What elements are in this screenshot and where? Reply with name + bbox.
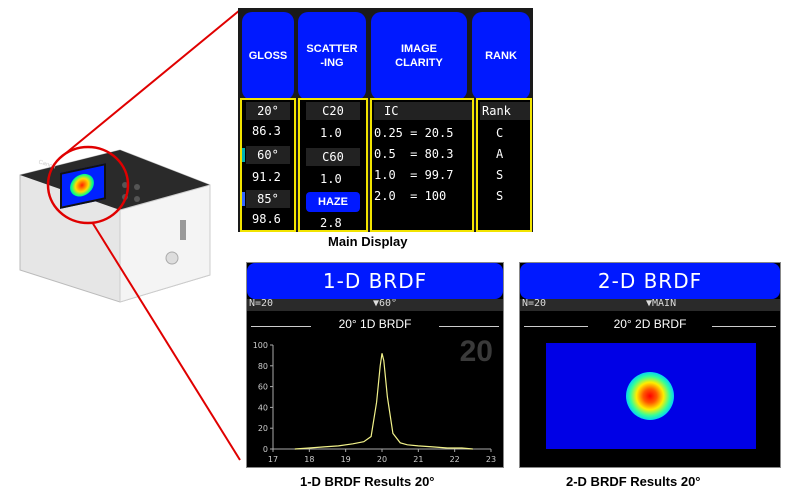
scattering-header-button[interactable]: SCATTER -ING (298, 12, 366, 100)
brdf-2d-hotspot (626, 372, 674, 420)
rank-value: S (496, 168, 504, 182)
brdf-2d-caption: 2-D BRDF Results 20° (566, 474, 701, 489)
gloss-marker-teal (242, 148, 245, 162)
brdf-2d-plot-title: 20° 2D BRDF (613, 317, 687, 331)
x-tick-label: 17 (268, 455, 278, 464)
scatter-c60-value: 1.0 (320, 172, 342, 186)
x-tick-label: 19 (341, 455, 351, 464)
brdf-1d-chart: 0 20 40 60 80 100 17 18 19 20 21 22 23 (253, 341, 496, 464)
gloss-angle-85: 85° (246, 190, 290, 208)
y-tick-label: 100 (253, 341, 268, 350)
ic-header: IC (374, 102, 472, 120)
haze-button[interactable]: HAZE (306, 192, 360, 212)
gloss-angle-60: 60° (246, 146, 290, 164)
brdf-1d-status-bar: N=20 ▼60° (247, 299, 503, 311)
ic-row: 2.0 = 100 (374, 189, 447, 203)
brdf-1d-angle-label: ▼60° (373, 299, 398, 309)
scatter-c20-value: 1.0 (320, 126, 342, 140)
rank-value: S (496, 189, 504, 203)
x-tick-label: 18 (304, 455, 314, 464)
y-tick-label: 20 (258, 424, 268, 433)
brdf-2d-divider-right (712, 326, 776, 327)
brdf-1d-big-number: 20 (459, 335, 493, 368)
gloss-angle-20: 20° (246, 102, 290, 120)
brdf-2d-n-label: N=20 (522, 299, 547, 309)
scatter-c60-label: C60 (306, 148, 360, 166)
brdf-2d-panel: 2-D BRDF N=20 ▼MAIN 20° 2D BRDF (519, 262, 781, 468)
device-buttons (118, 178, 158, 208)
gloss-value-85: 98.6 (252, 212, 281, 226)
y-tick-label: 0 (263, 445, 268, 454)
ic-row: 0.25 = 20.5 (374, 126, 454, 140)
main-display-caption: Main Display (328, 234, 408, 249)
x-tick-label: 23 (486, 455, 496, 464)
brdf-2d-divider-left (524, 326, 588, 327)
ic-row: 1.0 = 99.7 (374, 168, 454, 182)
y-tick-label: 40 (258, 403, 268, 412)
y-tick-label: 60 (258, 383, 268, 392)
scatter-c20-label: C20 (306, 102, 360, 120)
image-clarity-header-button[interactable]: IMAGE CLARITY (371, 12, 467, 100)
scatter-haze-value: 2.8 (320, 216, 342, 230)
brdf-1d-panel: 1-D BRDF N=20 ▼60° 20° 1D BRDF 20 0 20 40 6… (246, 262, 504, 468)
brdf-1d-title: 1-D BRDF (247, 263, 503, 299)
brdf-1d-divider-right (439, 326, 499, 327)
brdf-1d-divider-left (251, 326, 311, 327)
gloss-value-60: 91.2 (252, 170, 281, 184)
brdf-2d-title: 2-D BRDF (520, 263, 780, 299)
gloss-value-20: 86.3 (252, 124, 281, 138)
y-tick-label: 80 (258, 362, 268, 371)
main-display-panel: GLOSS SCATTER -ING IMAGE CLARITY RANK 20… (238, 8, 533, 232)
x-tick-label: 22 (450, 455, 460, 464)
ic-row: 0.5 = 80.3 (374, 147, 454, 161)
gloss-column: 20° 86.3 60° 91.2 85° 98.6 (240, 98, 296, 232)
brdf-2d-status-bar: N=20 ▼MAIN (520, 299, 780, 311)
gloss-header-button[interactable]: GLOSS (242, 12, 294, 100)
brdf-1d-plot-title: 20° 1D BRDF (338, 317, 412, 331)
rank-header-button[interactable]: RANK (472, 12, 530, 100)
x-tick-label: 20 (377, 455, 387, 464)
brdf-1d-n-label: N=20 (249, 299, 274, 309)
x-tick-label: 21 (413, 455, 423, 464)
brdf-1d-series-line (294, 353, 473, 450)
image-clarity-column: IC 0.25 = 20.5 0.5 = 80.3 1.0 = 99.7 2.0… (370, 98, 474, 232)
gloss-marker-blue (242, 192, 245, 206)
brdf-1d-caption: 1-D BRDF Results 20° (300, 474, 435, 489)
device-illustration (19, 149, 211, 303)
rank-column: Rank C A S S (476, 98, 532, 232)
brdf-2d-heatmap (546, 343, 756, 449)
rank-value: C (496, 126, 504, 140)
brdf-2d-angle-label: ▼MAIN (646, 299, 677, 309)
rank-value: A (496, 147, 504, 161)
rank-header: Rank (480, 102, 530, 120)
scattering-column: C20 1.0 C60 1.0 HAZE 2.8 (298, 98, 368, 232)
